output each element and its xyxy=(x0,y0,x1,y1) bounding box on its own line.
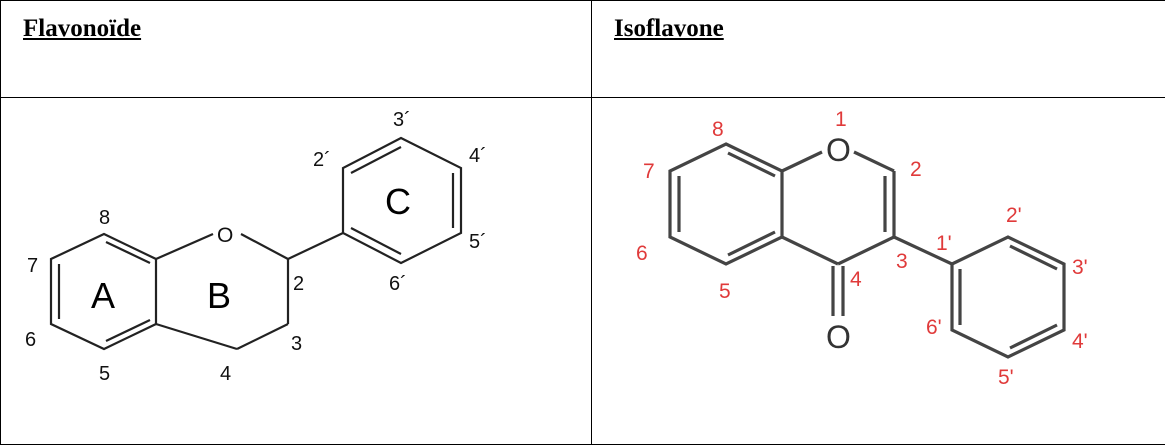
isoflavone-cell: O O 1 2 3 4 5 6 7 8 1' 2' 3' 4' 5' 6' xyxy=(592,98,1165,445)
isoflavone-bonds xyxy=(670,144,1064,357)
position-6-prime: 6' xyxy=(926,316,942,339)
benzo-ring-outline xyxy=(670,144,782,264)
ring-oxygen: O xyxy=(826,132,851,168)
header-cell-flavonoid: Flavonoïde xyxy=(1,1,592,98)
position-2: 2 xyxy=(910,158,922,181)
bond-c8a-o xyxy=(156,234,213,259)
bond-c4-c4a xyxy=(156,324,237,349)
carbonyl-oxygen: O xyxy=(826,319,851,355)
phenyl-ring-outline xyxy=(952,237,1064,357)
bond-c3-c4 xyxy=(838,237,894,264)
isoflavone-title: Isoflavone xyxy=(592,1,1165,43)
structure-row: O A B C 8 7 6 5 4 3 2 2´ 3´ 4´ 5´ 6´ xyxy=(1,98,1165,445)
position-6-prime: 6´ xyxy=(389,273,407,295)
position-6: 6 xyxy=(636,242,648,265)
bond-o-c2 xyxy=(241,234,288,259)
position-5-prime: 5' xyxy=(998,366,1014,389)
bond-o1-c2 xyxy=(854,152,894,171)
flavonoid-cell: O A B C 8 7 6 5 4 3 2 2´ 3´ 4´ 5´ 6´ xyxy=(1,98,592,445)
position-5: 5 xyxy=(99,363,110,385)
header-cell-isoflavone: Isoflavone xyxy=(592,1,1165,98)
position-1-prime: 1' xyxy=(936,232,952,255)
position-8: 8 xyxy=(712,118,724,141)
position-3: 3 xyxy=(896,250,908,273)
position-7: 7 xyxy=(643,160,655,183)
position-6: 6 xyxy=(25,329,36,351)
position-2-prime: 2' xyxy=(1006,204,1022,227)
position-4: 4 xyxy=(220,363,231,385)
position-3-prime: 3' xyxy=(1072,256,1088,279)
isoflavone-structure: O O 1 2 3 4 5 6 7 8 1' 2' 3' 4' 5' 6' xyxy=(592,98,1164,442)
header-row: Flavonoïde Isoflavone xyxy=(1,1,1165,98)
position-2-prime: 2´ xyxy=(313,149,331,171)
ring-label-a: A xyxy=(91,275,115,316)
position-2: 2 xyxy=(293,273,304,295)
position-4: 4 xyxy=(850,268,862,291)
bond-c4-c4a xyxy=(782,237,838,264)
flavonoid-oxygen: O xyxy=(217,224,233,247)
bond-c3-c4 xyxy=(237,324,288,349)
flavonoid-bonds xyxy=(51,138,461,349)
position-8: 8 xyxy=(99,207,110,229)
flavonoid-title: Flavonoïde xyxy=(1,1,591,43)
position-3-prime: 3´ xyxy=(393,109,411,131)
position-7: 7 xyxy=(27,255,38,277)
ring-label-c: C xyxy=(385,181,411,222)
position-4-prime: 4´ xyxy=(469,145,487,167)
bond-c2-c1p xyxy=(288,233,343,259)
position-1: 1 xyxy=(835,108,847,131)
position-4-prime: 4' xyxy=(1072,330,1088,353)
flavonoid-structure: O A B C 8 7 6 5 4 3 2 2´ 3´ 4´ 5´ 6´ xyxy=(1,98,590,442)
position-3: 3 xyxy=(291,333,302,355)
position-5-prime: 5´ xyxy=(469,231,487,253)
bond-c8a-o1 xyxy=(782,152,822,171)
ring-label-b: B xyxy=(207,275,231,316)
position-5: 5 xyxy=(719,280,731,303)
